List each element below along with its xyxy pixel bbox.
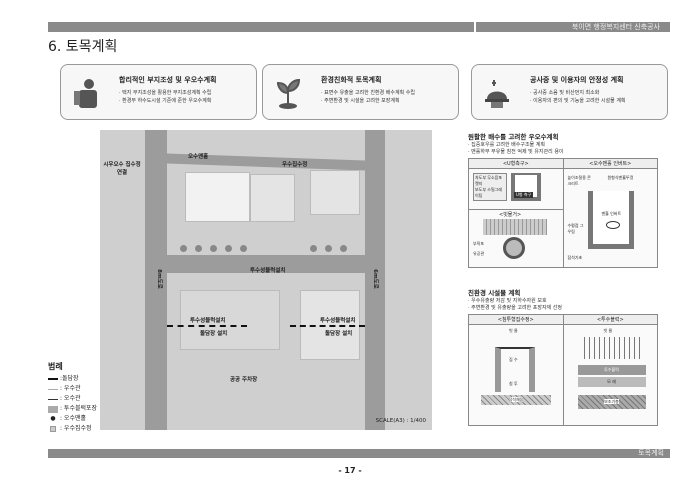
label-rain-basin: 우수집수정 [282, 162, 308, 168]
project-name: 북이면 행정복지센터 신축공사 [476, 22, 670, 32]
road-middle [167, 255, 365, 273]
label-permeable: 투수성블럭설치 [250, 268, 286, 274]
label-parking: 공공 주차장 [230, 377, 258, 383]
section-title: 원활한 배수를 고려한 우오수계획 [468, 133, 559, 141]
building-main [185, 172, 250, 222]
section-line: · 우수유출량 저감 및 지하수자원 보호 [468, 298, 547, 304]
worker-icon [74, 79, 97, 108]
legend-item: : 투수블럭포장 [48, 404, 97, 414]
card-eco: 환경친화적 토목계획 · 표면수 유출을 고려한 친환경 배수계획 수립 · 주… [262, 64, 459, 120]
page-number: - 17 - [338, 466, 362, 475]
label-city-connect: 시우오수 집수정 연결 [103, 162, 141, 176]
sprout-icon [276, 78, 301, 109]
legend: 범례 :돌담장 : 우수관 : 오수관 : 투수블럭포장 ●: 오수맨홀 : 우… [48, 362, 97, 434]
label-sewer-manhole: 오수맨홀 [188, 154, 209, 160]
manhole-invert-panel: <오수맨홀 인버트> 높이조절용 콘크리트 원형식맨홀뚜껑 맨홀 인버트 수평점… [563, 159, 657, 267]
card-line: · 주변환경 및 시설을 고려한 포장계획 [321, 98, 400, 104]
site-plan-map: 오수맨홀 우수집수정 시우오수 집수정 연결 8m도로 6m도로 투수성블럭설치… [100, 130, 432, 430]
label-curb: 돌담장 설치 [325, 331, 353, 337]
parking-area [180, 290, 280, 350]
label-curb: 돌담장 설치 [200, 331, 228, 337]
card-line: · 이용자의 편의 및 기능을 고려한 시설물 계획 [530, 98, 626, 104]
section-eco: 친환경 시설물 계획 · 우수유출량 저감 및 지하수자원 보호 · 주변환경 … [468, 287, 658, 426]
legend-item: : 오수관 [48, 394, 97, 404]
section-title: 친환경 시설물 계획 [468, 289, 521, 297]
card-line: · 표면수 유출을 고려한 친환경 배수계획 수립 [321, 90, 415, 96]
card-line: · 택지 부지조성을 활용한 부지조성계획 수립 [119, 90, 212, 96]
card-title: 환경친화적 토목계획 [321, 76, 382, 84]
card-safety: 공사중 및 이용자의 안정성 계획 · 공사중 소음 및 비산먼지 최소화 · … [471, 64, 668, 120]
header-bar [48, 22, 474, 32]
legend-item: ●: 오수맨홀 [50, 415, 87, 422]
card-line: · 환경부 하수도시설 기준에 준한 우오수계획 [119, 98, 212, 104]
road-left [145, 130, 167, 430]
card-title: 공사중 및 이용자의 안정성 계획 [530, 76, 624, 84]
panel-title: <오수맨홀 인버트> [563, 159, 657, 169]
legend-title: 범례 [48, 362, 63, 371]
label-road-left: 8m도로 [155, 269, 162, 289]
section-line: · 주변환경 및 유출량을 고려한 포장자재 선정 [468, 305, 562, 311]
eco-diagrams: <침투형집수정> 빗 물 집 수 침 투 잡석채움 <투수블럭> 빗 물 투수블… [468, 314, 658, 426]
map-scale: SCALE(A3) : 1/400 [375, 418, 426, 424]
road-right [365, 130, 385, 430]
label-permeable: 투수성블럭설치 [190, 318, 226, 324]
card-site-plan: 합리적인 부지조성 및 우오수계획 · 택지 부지조성을 활용한 부지조성계획 … [60, 64, 257, 120]
building-annex [250, 174, 295, 222]
legend-item: :돌담장 [48, 374, 97, 384]
panel-title: <투수블럭> [563, 315, 657, 325]
footer-bar: 토목계획 [48, 449, 670, 458]
panel-title: <U형측구> [469, 159, 563, 169]
building-neighbor [310, 170, 360, 215]
label-road-right: 6m도로 [371, 269, 378, 289]
card-title: 합리적인 부지조성 및 우오수계획 [119, 76, 217, 84]
legend-item: : 우수관 [48, 384, 97, 394]
hardhat-icon [485, 80, 509, 108]
permeable-block-panel: <투수블럭> 빗 물 투수블럭 모 래 보조기층 [563, 315, 657, 425]
section-line: · 집중호우를 고려한 배수구조물 계획 [468, 142, 545, 148]
card-line: · 공사중 소음 및 비산먼지 최소화 [530, 90, 600, 96]
section-line: · 맨홀하부 부유물 침전 억제 및 유지관리 용이 [468, 149, 564, 155]
infiltration-basin-panel: <침투형집수정> 빗 물 집 수 침 투 잡석채움 [469, 315, 564, 425]
page-title: 6. 토목계획 [48, 39, 118, 55]
label-permeable: 투수성블럭설치 [320, 318, 356, 324]
curb-line [290, 325, 365, 327]
curb-line [167, 325, 247, 327]
panel-title: <침투형집수정> [469, 315, 563, 325]
section-drainage: 원활한 배수를 고려한 우오수계획 · 집중호우를 고려한 배수구조물 계획 ·… [468, 131, 658, 268]
legend-item: : 우수집수정 [48, 424, 97, 434]
